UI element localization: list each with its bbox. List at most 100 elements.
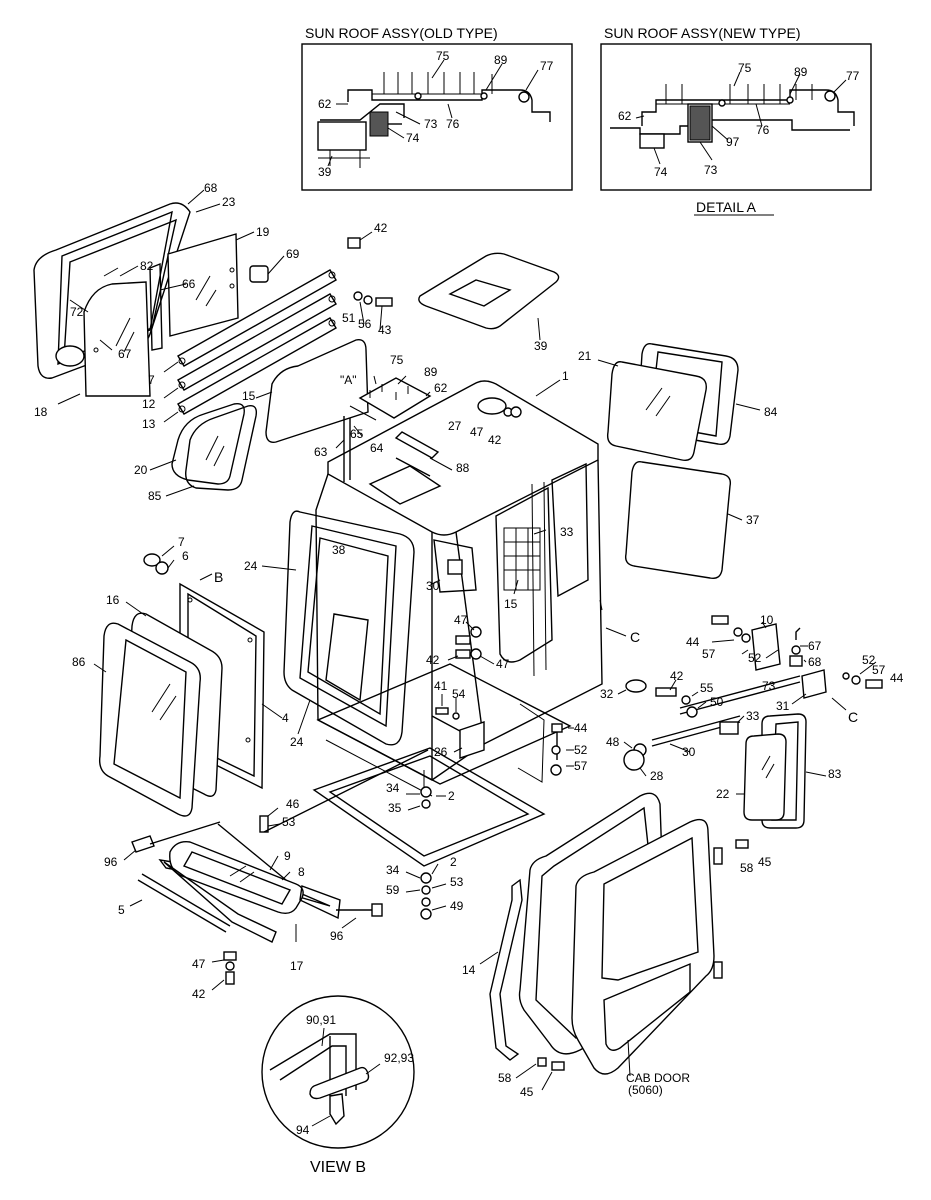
- callout-57: 57: [702, 647, 716, 661]
- callout-43: 43: [378, 323, 392, 337]
- callout-72: 72: [70, 305, 84, 319]
- callout-49: 49: [450, 899, 464, 913]
- callout-74: 74: [654, 165, 668, 179]
- callout-63: 63: [314, 445, 328, 459]
- callout-85: 85: [148, 489, 162, 503]
- callout-67: 67: [808, 639, 822, 653]
- callout-92-93: 92,93: [384, 1051, 414, 1065]
- callout-58: 58: [498, 1071, 512, 1085]
- callout-47: 47: [470, 425, 484, 439]
- callout-19: 19: [256, 225, 270, 239]
- callout-53: 53: [282, 815, 296, 829]
- callout-89: 89: [424, 365, 438, 379]
- callout-84: 84: [764, 405, 778, 419]
- callout-64: 64: [370, 441, 384, 455]
- center-bolt-group: 44 52 57: [517, 703, 588, 783]
- callout-37: 37: [746, 513, 760, 527]
- callout-33: 33: [560, 525, 574, 539]
- callout-31: 31: [776, 699, 790, 713]
- rear-door-window-group: 22 83 58 45: [716, 713, 842, 875]
- callout-34: 34: [386, 781, 400, 795]
- callout-47: 47: [496, 657, 510, 671]
- callout-62: 62: [318, 97, 332, 111]
- lower-front-window-group: 96 9 8 5 96 17 47 42: [104, 821, 383, 1001]
- view-b-title: VIEW B: [310, 1159, 366, 1176]
- callout-59: 59: [386, 883, 400, 897]
- callout-68: 68: [204, 181, 218, 195]
- old-type-title: SUN ROOF ASSY(OLD TYPE): [305, 25, 498, 41]
- callout-76: 76: [446, 117, 460, 131]
- callout-57: 57: [872, 663, 886, 677]
- cab-door-part-number: (5060): [628, 1083, 663, 1097]
- callout-6: 6: [182, 549, 189, 563]
- callout-44: 44: [574, 721, 588, 735]
- callout-97: 97: [726, 135, 740, 149]
- callout-88: 88: [456, 461, 470, 475]
- callout-4: 4: [282, 711, 289, 725]
- callout-47: 47: [192, 957, 206, 971]
- callout-10: 10: [760, 613, 774, 627]
- callout-67: 67: [118, 347, 132, 361]
- callout-62: 62: [434, 381, 448, 395]
- callout-42: 42: [374, 221, 388, 235]
- right-hardware-group: C 44 10 67 57 52 68 52 57 44 73 31 C: [599, 599, 904, 725]
- callout-44: 44: [890, 671, 904, 685]
- callout-90-91: 90,91: [306, 1013, 336, 1027]
- view-b-marker: B: [214, 569, 223, 585]
- callout-77: 77: [846, 69, 860, 83]
- mid-fasteners: 47 42 47 41 54 26: [426, 613, 510, 759]
- callout-7: 7: [178, 535, 185, 549]
- callout-13: 13: [142, 417, 156, 431]
- callout-73: 73: [762, 679, 776, 693]
- callout-89: 89: [794, 65, 808, 79]
- callout-86: 86: [72, 655, 86, 669]
- callout-7: 7: [148, 373, 155, 387]
- front-window-frame-24: 24 24: [244, 510, 415, 749]
- callout-2: 2: [450, 855, 457, 869]
- callout-23: 23: [222, 195, 236, 209]
- callout-21: 21: [578, 349, 592, 363]
- callout-55: 55: [700, 681, 714, 695]
- callout-73: 73: [424, 117, 438, 131]
- callout-46: 46: [286, 797, 300, 811]
- callout-39: 39: [318, 165, 332, 179]
- callout-30: 30: [426, 579, 440, 593]
- callout-45: 45: [520, 1085, 534, 1099]
- callout-66: 66: [182, 277, 196, 291]
- callout-28: 28: [650, 769, 664, 783]
- callout-62: 62: [618, 109, 632, 123]
- callout-82: 82: [140, 259, 154, 273]
- callout-30: 30: [682, 745, 696, 759]
- callout-27: 27: [448, 419, 462, 433]
- callout-48: 48: [606, 735, 620, 749]
- callout-C: C: [630, 629, 640, 645]
- callout-35: 35: [388, 801, 402, 815]
- callout-A-marker: "A": [340, 373, 357, 387]
- callout-54: 54: [452, 687, 466, 701]
- callout-58: 58: [740, 861, 754, 875]
- callout-24-bottom: 24: [290, 735, 304, 749]
- callout-39: 39: [534, 339, 548, 353]
- right-glass-group: 21 84 37: [578, 343, 778, 580]
- roof-panel-39: 39: [418, 252, 560, 353]
- callout-1: 1: [562, 369, 569, 383]
- cab-door-label: CAB DOOR: [626, 1071, 690, 1085]
- callout-65: 65: [350, 427, 364, 441]
- callout-50: 50: [710, 695, 724, 709]
- callout-89: 89: [494, 53, 508, 67]
- callout-52: 52: [574, 743, 588, 757]
- callout-77: 77: [540, 59, 554, 73]
- callout-47: 47: [454, 613, 468, 627]
- callout-42: 42: [670, 669, 684, 683]
- callout-42: 42: [192, 987, 206, 1001]
- callout-38: 38: [332, 543, 346, 557]
- cab-door-group: 14 58 45 CAB DOOR (5060): [462, 792, 723, 1099]
- new-type-title: SUN ROOF ASSY(NEW TYPE): [604, 25, 801, 41]
- callout-75: 75: [738, 61, 752, 75]
- lower-left-window-group: 7 6 B 16 86 4: [72, 535, 289, 817]
- callout-53: 53: [450, 875, 464, 889]
- callout-34: 34: [386, 863, 400, 877]
- callout-20: 20: [134, 463, 148, 477]
- cab-body: 1 "A" 75 89 62 27 47 42 65 64 63 88 33 3…: [314, 353, 603, 797]
